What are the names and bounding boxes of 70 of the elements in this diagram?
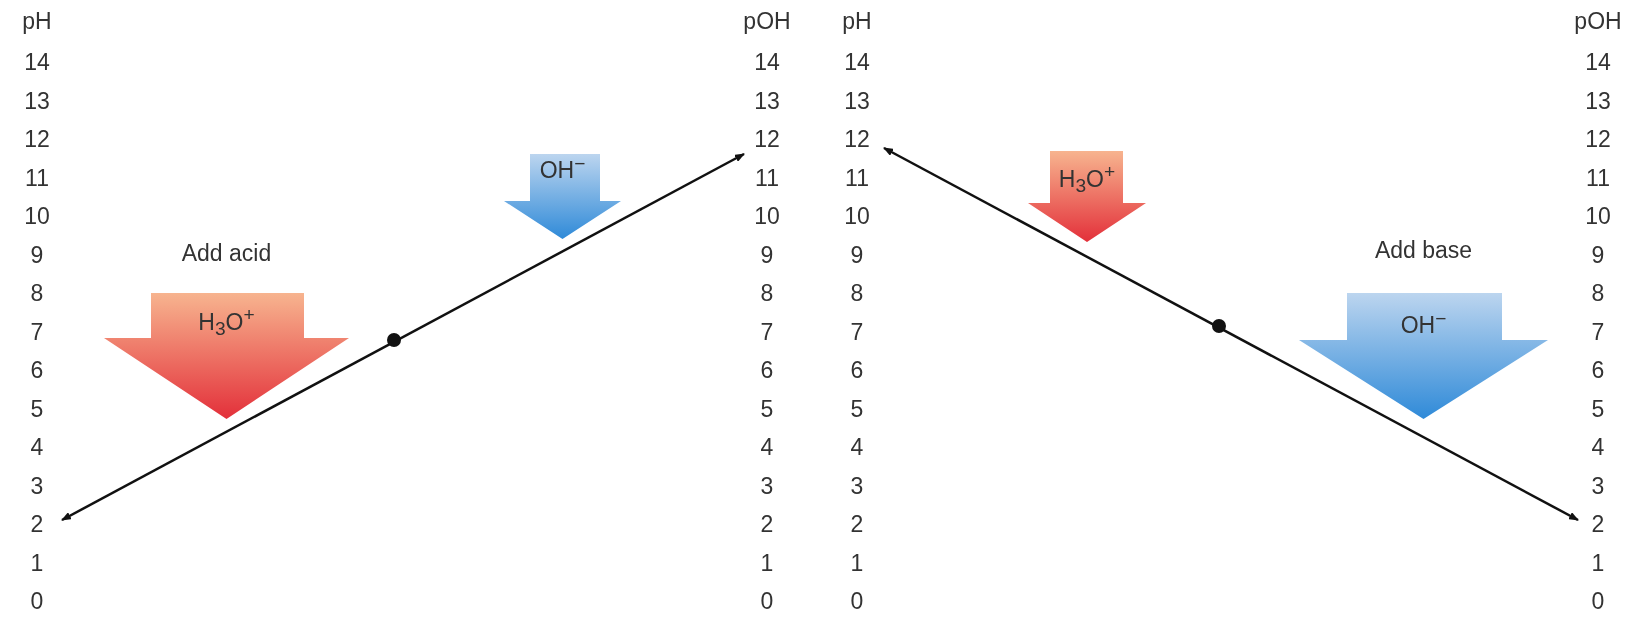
scale-number: 1 (30, 549, 44, 576)
scale-number: 3 (30, 472, 44, 499)
ion-label: OH$^{−}$ (539, 151, 586, 184)
scale-number: 12 (754, 126, 780, 152)
scale-number: 7 (1591, 318, 1605, 345)
scale-number: 11 (755, 164, 779, 191)
scale-number: 9 (760, 241, 774, 268)
scale-number: 14 (24, 49, 50, 75)
scale-number: 6 (1591, 357, 1605, 383)
scale-number: 1 (760, 549, 774, 576)
scale-number: 12 (24, 126, 50, 152)
scale-number: 2 (850, 511, 864, 537)
axis-title: pH (842, 8, 872, 34)
scale-number: 7 (850, 318, 864, 345)
scale-number: 0 (760, 588, 774, 614)
scale-number: 8 (1591, 280, 1605, 306)
scale-number: 11 (1586, 164, 1610, 191)
scale-number: 10 (1585, 203, 1611, 229)
scale-number: 9 (1591, 241, 1605, 268)
scale-number: 8 (30, 280, 44, 306)
scale-number: 5 (850, 395, 864, 422)
scale-number: 2 (1591, 511, 1605, 537)
scale-number: 9 (30, 241, 44, 268)
scale-number: 1 (850, 549, 864, 576)
axis-title: pOH (1574, 8, 1622, 34)
arrow-heading: Add base (1374, 237, 1473, 263)
axis-title: pH (22, 8, 52, 34)
scale-number: 14 (1585, 49, 1611, 75)
scale-number: 4 (850, 434, 864, 460)
scale-number: 1 (1591, 549, 1605, 576)
axis-title: pOH (743, 8, 791, 34)
ion-label: H$_{3}$O$^{+}$ (1058, 159, 1116, 199)
scale-number: 13 (24, 87, 50, 114)
arrow-heading: Add acid (181, 240, 272, 266)
scale-number: 3 (1591, 472, 1605, 499)
scale-number: 13 (754, 87, 780, 114)
scale-number: 6 (760, 357, 774, 383)
scale-number: 0 (1591, 588, 1605, 614)
scale-number: 10 (24, 203, 50, 229)
scale-number: 11 (845, 164, 869, 191)
scale-number: 11 (25, 164, 49, 191)
scale-number: 0 (30, 588, 44, 614)
scale-number: 8 (850, 280, 864, 306)
scale-number: 8 (760, 280, 774, 306)
scale-number: 4 (760, 434, 774, 460)
scale-number: 14 (844, 49, 870, 75)
ion-label: OH$^{−}$ (1400, 306, 1447, 339)
scale-number: 3 (760, 472, 774, 499)
scale-number: 5 (30, 395, 44, 422)
scale-number: 4 (30, 434, 44, 460)
scale-number: 6 (850, 357, 864, 383)
scale-number: 7 (30, 318, 44, 345)
scale-number: 5 (760, 395, 774, 422)
scale-number: 4 (1591, 434, 1605, 460)
scale-number: 13 (844, 87, 870, 114)
ion-label: H$_{3}$O$^{+}$ (198, 302, 255, 342)
scale-number: 7 (760, 318, 774, 345)
scale-number: 6 (30, 357, 44, 383)
scale-number: 5 (1591, 395, 1605, 422)
scale-number: 10 (844, 203, 870, 229)
scale-number: 2 (760, 511, 774, 537)
scale-number: 3 (850, 472, 864, 499)
scale-number: 10 (754, 203, 780, 229)
scale-number: 2 (30, 511, 44, 537)
scale-number: 14 (754, 49, 780, 75)
scale-number: 13 (1585, 87, 1611, 114)
scale-number: 0 (850, 588, 864, 614)
scale-number: 9 (850, 241, 864, 268)
scale-number: 12 (1585, 126, 1611, 152)
scale-number: 12 (844, 126, 870, 152)
